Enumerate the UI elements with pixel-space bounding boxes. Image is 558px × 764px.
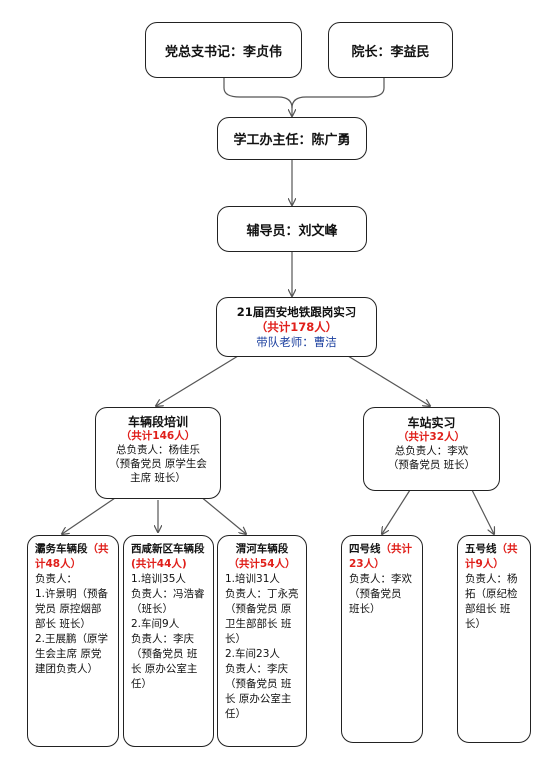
dean-label: 院长：李益民 xyxy=(351,44,430,60)
bawu-box: 灞务车辆段（共计48人） 负责人： 1.许景明（预备党员 原控烟部部长 班长） … xyxy=(27,535,119,747)
bawu-lead-2: 2.王展鹏（原学生会主席 原党建团负责人） xyxy=(35,633,109,675)
vehicle-total: （共计146人） xyxy=(120,430,196,442)
weihe-box: 渭河车辆段 （共计54人） 1.培训31人 负责人：丁永亮（预备党员 原卫生部部… xyxy=(217,535,307,747)
xixian-box: 西咸新区车辆段 (共计44人) 1.培训35人 负责人：冯浩睿（班长） 2.车间9… xyxy=(123,535,214,747)
line4-title: 四号线 xyxy=(349,543,381,555)
station-lead: 总负责人：李欢 xyxy=(394,445,469,457)
line5-lead: 负责人：杨拓（原纪检部组长 班长） xyxy=(465,573,518,630)
station-note: （预备党员 班长） xyxy=(387,459,476,471)
line4-box: 四号线（共计23人） 负责人：李欢（预备党员 班长） xyxy=(341,535,423,743)
counselor-label: 辅导员：刘文峰 xyxy=(246,223,338,239)
station-total: （共计32人） xyxy=(397,431,466,443)
station-box: 车站实习 （共计32人） 总负责人：李欢 （预备党员 班长） xyxy=(363,407,500,491)
connector-vehicle-weihe xyxy=(199,495,246,534)
connector-station-line5 xyxy=(471,489,494,534)
vehicle-title: 车辆段培训 xyxy=(127,415,188,429)
bawu-lead-1: 1.许景明（预备党员 原控烟部部长 班长） xyxy=(35,588,109,630)
xixian-total: (共计44人) xyxy=(131,558,187,570)
secretary-label: 党总支书记：李贞伟 xyxy=(164,44,282,60)
connector-dean-merge xyxy=(291,78,385,109)
weihe-title: 渭河车辆段 xyxy=(235,543,289,555)
vehicle-note: （预备党员 原学生会主席 班长） xyxy=(109,458,207,484)
dean-box: 院长：李益民 xyxy=(328,22,453,78)
bawu-title: 灞务车辆段 xyxy=(35,543,88,555)
main-title: 21届西安地铁跟岗实习 xyxy=(236,304,357,319)
xixian-title: 西咸新区车辆段 xyxy=(131,543,205,555)
bawu-total: （共计48人） xyxy=(35,543,109,570)
weihe-workshop-lead: 负责人：李庆（预备党员 班长 原办公室主任） xyxy=(225,663,292,720)
station-title: 车站实习 xyxy=(407,416,456,430)
weihe-training: 1.培训31人 xyxy=(225,573,280,585)
connector-main-station xyxy=(347,355,430,406)
main-teacher: 带队老师：曹洁 xyxy=(256,334,337,349)
main-total: （共计178人） xyxy=(255,319,338,334)
main-box: 21届西安地铁跟岗实习 （共计178人） 带队老师：曹洁 xyxy=(216,297,377,357)
connector-secretary-director xyxy=(223,78,292,116)
connector-vehicle-bawu xyxy=(62,495,119,534)
line4-total: （共计23人） xyxy=(349,543,412,570)
director-box: 学工办主任：陈广勇 xyxy=(217,117,367,160)
counselor-box: 辅导员：刘文峰 xyxy=(217,206,367,252)
line5-box: 五号线（共计9人） 负责人：杨拓（原纪检部组长 班长） xyxy=(457,535,531,743)
bawu-lead: 负责人： xyxy=(35,573,77,585)
weihe-workshop: 2.车间23人 xyxy=(225,648,280,660)
line5-total: （共计9人） xyxy=(465,543,518,570)
line4-lead: 负责人：李欢（预备党员 班长） xyxy=(349,573,412,615)
connector-station-line4 xyxy=(382,489,411,534)
weihe-training-lead: 负责人：丁永亮（预备党员 原卫生部部长 班长） xyxy=(225,588,299,645)
line5-title: 五号线 xyxy=(465,543,497,555)
vehicle-lead: 总负责人：杨佳乐 xyxy=(116,444,200,456)
xixian-workshop-lead: 负责人：李庆（预备党员 班长 原办公室主任） xyxy=(131,633,198,690)
xixian-training-lead: 负责人：冯浩睿（班长） xyxy=(131,588,205,615)
xixian-workshop: 2.车间9人 xyxy=(131,618,180,630)
weihe-total: （共计54人） xyxy=(228,558,296,570)
secretary-box: 党总支书记：李贞伟 xyxy=(145,22,302,78)
connector-main-vehicle xyxy=(156,355,239,406)
vehicle-box: 车辆段培训 （共计146人） 总负责人：杨佳乐 （预备党员 原学生会主席 班长） xyxy=(95,407,221,499)
director-label: 学工办主任：陈广勇 xyxy=(233,133,351,148)
xixian-training: 1.培训35人 xyxy=(131,573,186,585)
